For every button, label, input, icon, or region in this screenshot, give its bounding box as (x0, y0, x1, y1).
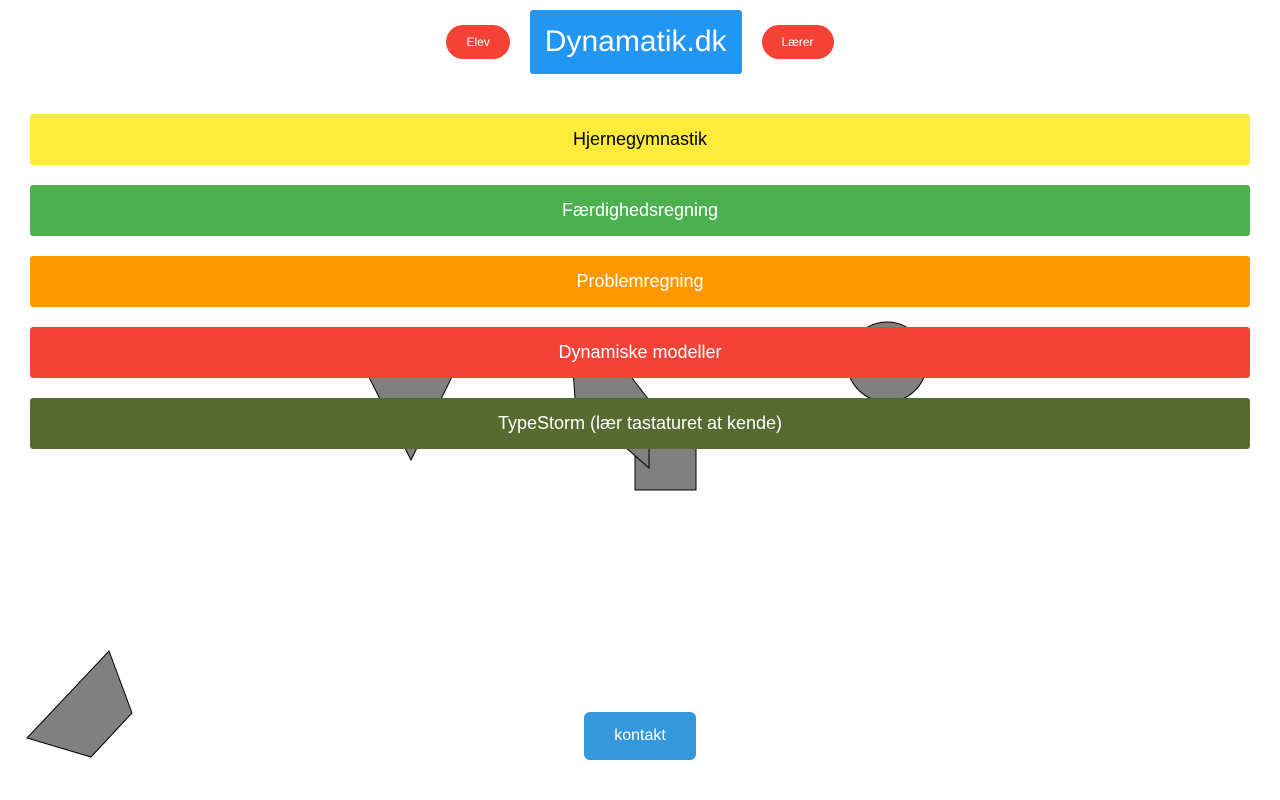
menu-hjernegymnastik[interactable]: Hjernegymnastik (30, 114, 1250, 165)
quadrilateral-shape (26, 650, 133, 758)
student-button[interactable]: Elev (446, 25, 510, 59)
site-title[interactable]: Dynamatik.dk (529, 10, 742, 74)
menu-problemregning[interactable]: Problemregning (30, 256, 1250, 307)
header: Elev Dynamatik.dk Lærer (0, 10, 1280, 74)
menu-faerdighedsregning[interactable]: Færdighedsregning (30, 185, 1250, 236)
contact-button[interactable]: kontakt (584, 712, 696, 760)
menu-dynamiske-modeller[interactable]: Dynamiske modeller (30, 327, 1250, 378)
menu-typestorm[interactable]: TypeStorm (lær tastaturet at kende) (30, 398, 1250, 449)
teacher-button[interactable]: Lærer (761, 25, 834, 59)
